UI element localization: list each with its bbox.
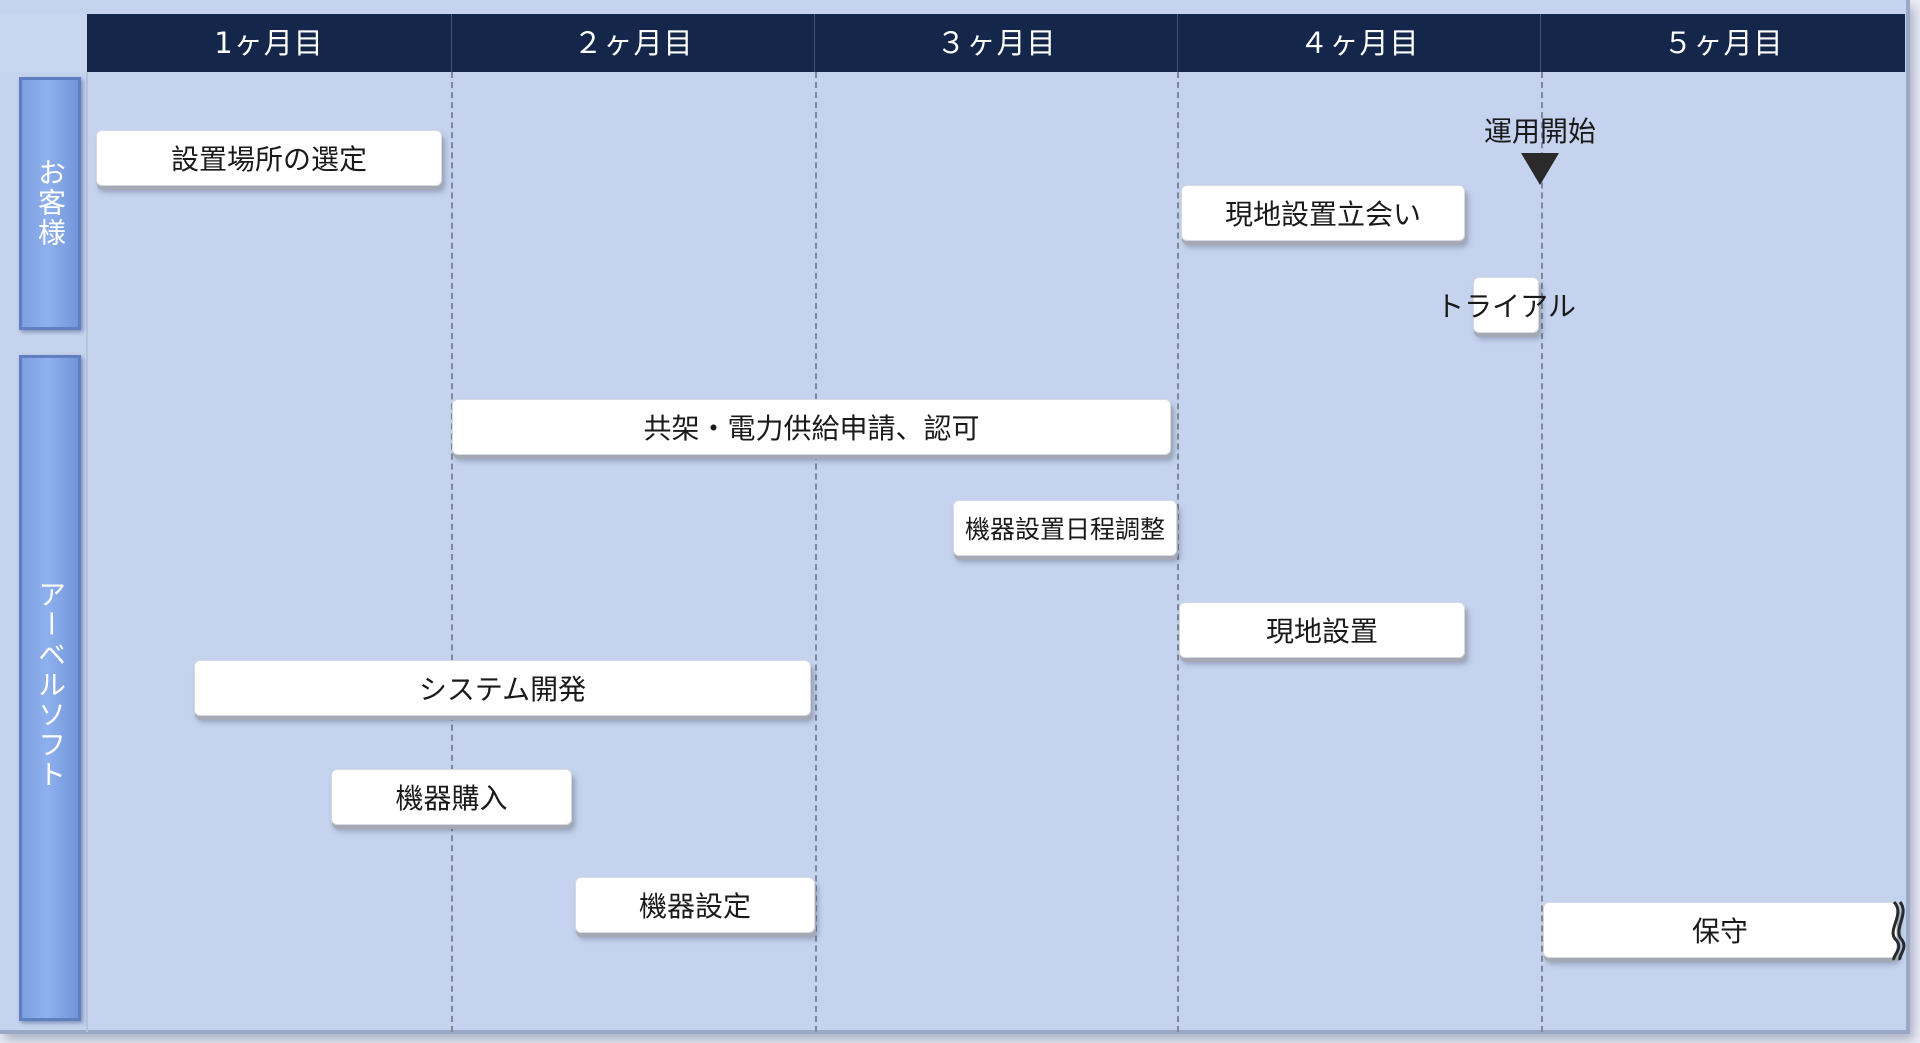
task-equipment-purchase: 機器購入 (331, 769, 572, 825)
task-equipment-setup: 機器設定 (575, 877, 815, 933)
lane-company-label: アーベルソフト (34, 580, 67, 790)
milestone-label: 運用開始 (1483, 115, 1596, 148)
lane-customer-label: お客様 (34, 158, 67, 248)
continuation-icon (1891, 900, 1906, 961)
month-divider (1177, 72, 1179, 1032)
task-onsite-attendance: 現地設置立会い (1181, 185, 1465, 241)
task-site-selection: 設置場所の選定 (96, 130, 442, 186)
month-4-header: ４ヶ月目 (1177, 14, 1541, 72)
milestone-triangle-icon (1521, 153, 1559, 185)
month-header: 1ヶ月目 ２ヶ月目 ３ヶ月目 ４ヶ月目 ５ヶ月目 (87, 14, 1905, 72)
month-5-header: ５ヶ月目 (1540, 14, 1906, 72)
task-system-dev: システム開発 (194, 660, 811, 716)
header-corner (0, 14, 87, 72)
lane-divider (86, 72, 88, 1032)
task-pole-power-application: 共架・電力供給申請、認可 (452, 399, 1171, 455)
month-divider (1541, 72, 1543, 1032)
month-divider (451, 72, 453, 1032)
task-onsite-install: 現地設置 (1179, 602, 1465, 658)
task-trial: トライアル (1436, 277, 1576, 333)
month-3-header: ３ヶ月目 (814, 14, 1178, 72)
lane-company: アーベルソフト (19, 355, 81, 1021)
month-2-header: ２ヶ月目 (451, 14, 815, 72)
lane-customer: お客様 (19, 77, 81, 330)
month-1-header: 1ヶ月目 (214, 26, 324, 60)
month-divider (815, 72, 817, 1032)
task-maintenance: 保守 (1543, 902, 1897, 958)
task-install-schedule: 機器設置日程調整 (953, 500, 1177, 556)
